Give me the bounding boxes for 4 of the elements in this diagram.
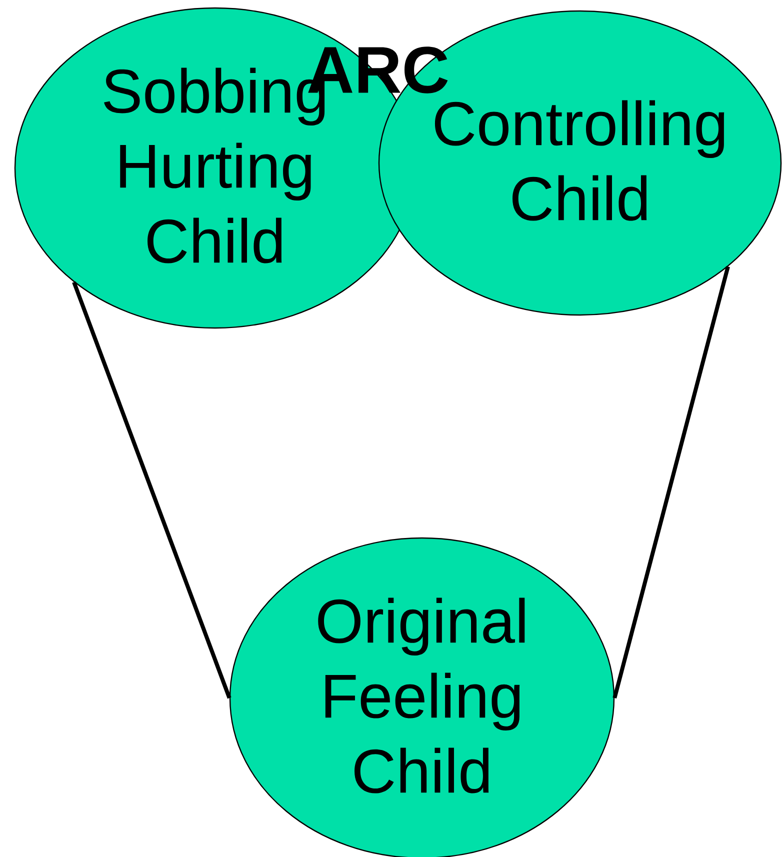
connector-line: [72, 282, 232, 699]
node-label: Controlling Child: [434, 100, 724, 221]
ellipse-node: Original Feeling Child: [229, 537, 615, 857]
connector-line: [612, 266, 730, 698]
